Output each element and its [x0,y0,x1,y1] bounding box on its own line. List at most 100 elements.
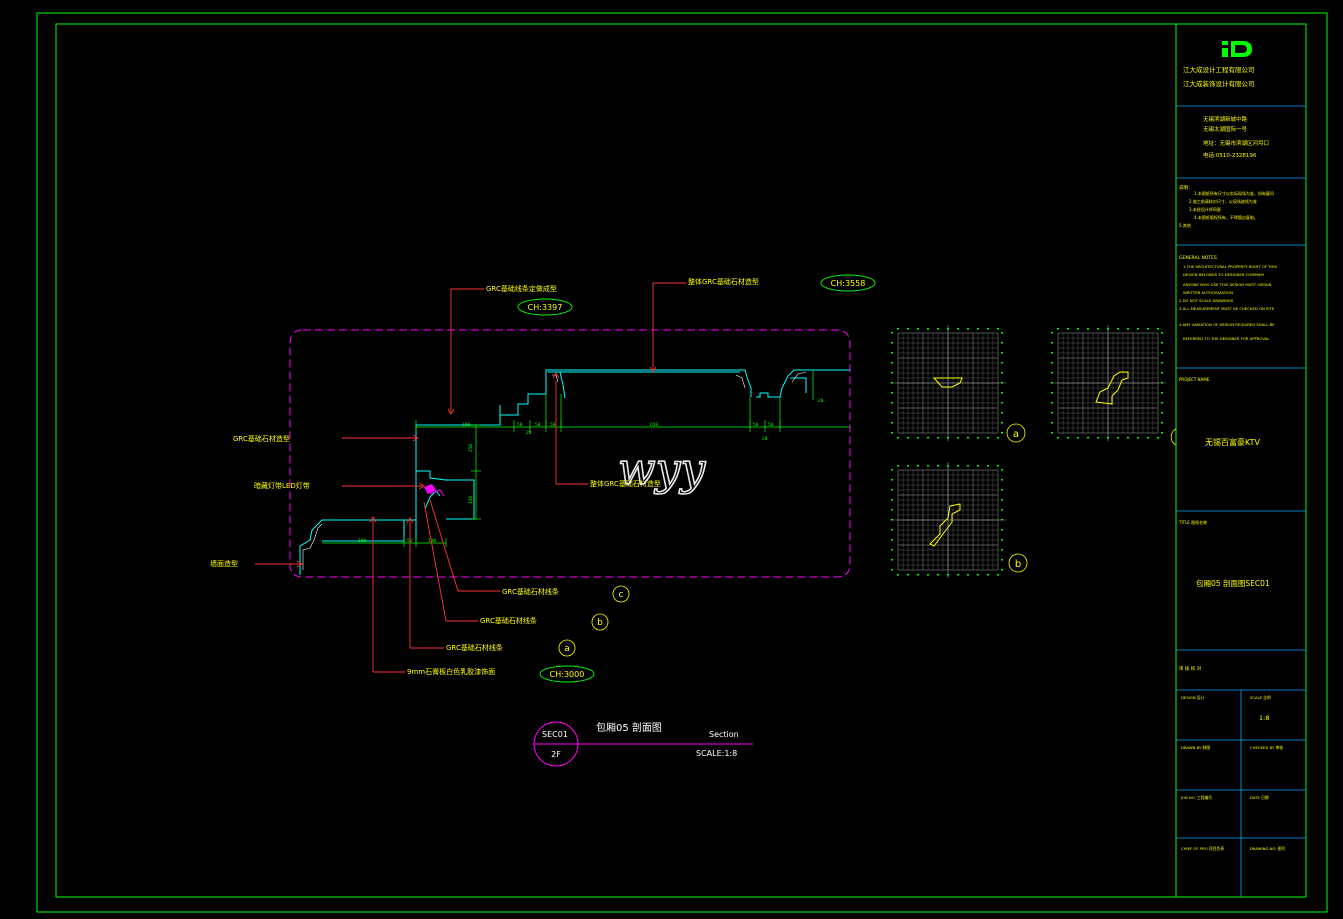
dim-20-b: 20 [762,436,768,442]
dim-160: 160 [462,422,470,428]
led-fixture [424,484,445,497]
watermark: wyy [618,444,707,495]
leader-lines [255,283,654,672]
general-note-1: 1.THE ARCHITECTURAL PROPERTY RIGHT OF TH… [1183,264,1278,269]
inner-frame [55,23,1307,898]
ch-value-2: CH:3558 [831,279,866,288]
detail-c-profile [1095,371,1129,405]
ch-tag-1 [517,298,573,316]
detail-a-marker [1006,423,1026,443]
label-grc-line-b: GRC基础石材线条 [480,616,537,625]
dim-50-b: 50 [535,422,541,428]
address-line-3: 地址：无锡市滨湖区河埒口 [1203,139,1269,147]
general-note-8: REFERRED TO THE DESIGNER FOR APPROVAL [1183,336,1270,341]
project-name: 无锡百富豪KTV [1205,437,1261,447]
callout-b-label: b [597,618,603,628]
scale-value: 1:8 [1259,714,1269,722]
label-grc-line-c: GRC基础石材线条 [502,587,559,596]
label-led: 暗藏灯带LED灯带 [254,481,310,490]
detail-b-label: b [1015,559,1021,570]
dim-50-d: 50 [753,422,759,428]
dim-20-c: 20 [818,398,824,404]
label-grc-line-a: GRC基础石材线条 [446,643,503,652]
ch-tag-2 [820,274,876,292]
section-profile-detail [302,371,807,570]
detail-a-profile [932,377,963,388]
general-note-2: DESIGN BELONGS TO DESIGNER COMPANY [1183,272,1265,277]
notes-cn-5: 5.其他 [1179,222,1191,228]
callout-a [558,639,576,657]
detail-c-marker [1170,428,1177,446]
section-word: Section [709,730,739,739]
ch-value-1: CH:3397 [528,303,563,312]
drawn-label: DRAWN BY 制图 [1181,745,1210,750]
dim-50-c: 50 [550,422,556,428]
label-grc-model-2: 整体GRC基础石材造型 [688,277,759,286]
outer-frame [36,12,1328,913]
section-scale: SCALE:1:8 [696,749,737,758]
address-line-2: 无锡太湖国际一号 [1203,125,1248,133]
dim-300: 300 [358,538,366,544]
dim-50-e: 50 [768,422,774,428]
notes-cn-4: 4.本图纸版权所有，不得擅自复制。 [1194,214,1258,220]
general-note-6: 3.ALL MEASUREMENT MUST BE CHECKED ON SIT… [1179,306,1275,311]
detail-callouts: a b [1006,423,1177,573]
notes-cn-3: 3.未经设计师同意 [1189,206,1221,212]
dimension-lines [322,370,850,547]
callout-a-label: a [564,644,570,654]
detail-a-label: a [1013,429,1019,440]
section-floor: 2F [551,750,561,759]
notes-cn-2: 2.施工前请核对尺寸，以现场放线为准 [1189,198,1257,204]
label-wall: 墙面造型 [210,559,238,568]
label-grc-left: GRC基础石材造型 [233,434,290,443]
title-label: TITLE 图纸名称 [1178,519,1207,525]
general-notes-label: GENERAL NOTES [1179,255,1217,261]
general-note-4: WRITTEN AUTHORIZATION [1183,290,1233,295]
section-callouts: a b c [558,585,630,657]
company-logo [1222,41,1252,57]
label-gypsum: 9mm石膏板白色乳胶漆饰面 [407,667,495,676]
annotation-labels: GRC基础线条定做成型 整体GRC基础石材造型 整体GRC基础石材造型 GRC基… [210,277,759,676]
section-boundary [289,329,851,578]
scale-label: SCALE 比例 [1250,695,1271,700]
section-code: SEC01 [542,730,568,739]
company-name-1: 江大成设计工程有限公司 [1183,65,1255,74]
leader-arrows [296,366,657,568]
title-block: 江大成设计工程有限公司 江大成装饰设计有限公司 无锡滨湖新城中路 无锡太湖国际一… [1175,24,1306,897]
drawing-no-label: DRAWING NO. 图号 [1250,846,1286,851]
section-drawing: 160 50 50 50 650 50 50 300 50 100 250 15… [210,274,876,683]
design-label: DESIGN 设计 [1181,695,1205,700]
dim-20-a: 20 [526,430,532,436]
callout-b [591,613,609,631]
dim-650: 650 [650,422,658,428]
leader-shelves [373,282,686,673]
callout-c [612,585,630,603]
dim-50-a: 50 [517,422,523,428]
callout-c-label: c [619,590,624,600]
drawing-title: 包厢05 剖面图SEC01 [1196,578,1270,588]
general-note-7: 4.ANY VARIATION OF DESIGN REQUIRED SHALL… [1179,322,1275,327]
project-name-label: PROJECT NAME [1179,377,1210,382]
general-note-3: ANYONE WHO USE THIS DESIGN MUST OBTAIN [1183,282,1272,287]
grid-b [890,462,1006,578]
detail-grids [890,325,1166,578]
section-title: SEC01 2F 包厢05 剖面图 Section SCALE:1:8 [533,721,753,767]
checked-label: CHECKED BY 审核 [1250,745,1283,750]
section-profile [299,369,850,575]
company-name-2: 江大成装饰设计有限公司 [1183,79,1255,88]
notes-cn-1: 1.本图纸所有尺寸以实际现场为准，如有疑问 [1194,190,1274,196]
ceiling-height-tags: CH:3397 CH:3558 CH:3000 [517,274,876,683]
detail-b-marker [1008,553,1028,573]
sign-row: 审 核 校 对 [1179,665,1202,672]
general-note-5: 2.DO NOT SCALE DRAWINGS [1179,298,1234,303]
ch-tag-3 [539,665,595,683]
section-name: 包厢05 剖面图 [596,721,662,734]
chief-label: CHIEF OF PRO 项目负责 [1181,846,1224,851]
ch-value-3: CH:3000 [550,670,585,679]
detail-b-profile [929,503,961,547]
job-label: JOB NO. 工程编号 [1180,795,1212,800]
dim-100: 100 [428,538,436,544]
dim-250: 250 [468,444,474,452]
grid-c [1050,325,1166,441]
